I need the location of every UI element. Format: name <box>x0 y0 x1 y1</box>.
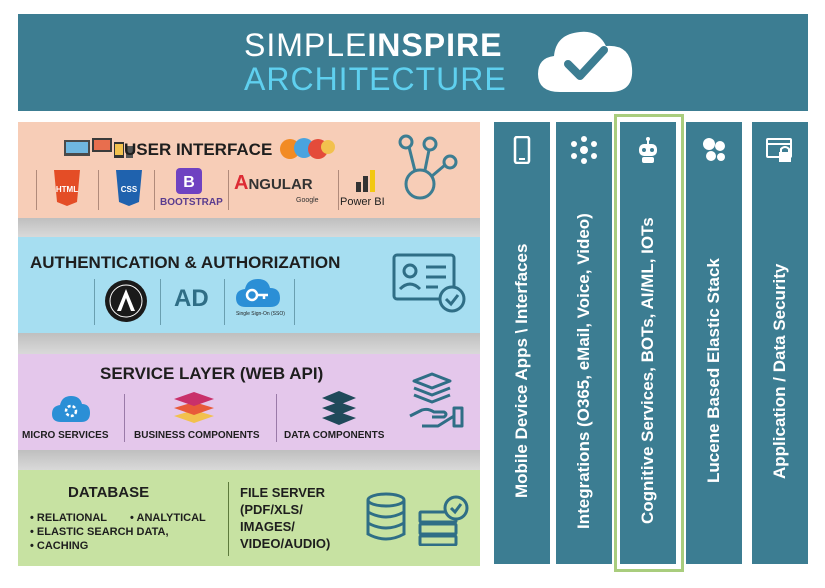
bootstrap-glyph: B <box>183 174 195 191</box>
sso-cloud-key-icon <box>236 279 280 307</box>
column-mobile-apps: Mobile Device Apps \ Interfaces <box>494 122 550 564</box>
separator <box>124 394 125 442</box>
html5-icon: HTML <box>54 170 80 206</box>
separator <box>276 394 277 442</box>
column-label: Application / Data Security <box>770 263 789 479</box>
authentication-layer: AUTHENTICATION & AUTHORIZATION AD Single… <box>18 237 480 333</box>
integration-hub-icon <box>571 136 597 164</box>
mobile-phone-icon <box>513 136 531 164</box>
css-label: CSS <box>121 185 138 194</box>
separator <box>224 279 225 325</box>
separator <box>94 279 95 325</box>
brand-name: SIMPLEINSPIRE <box>244 28 524 62</box>
separator <box>228 170 229 210</box>
power-bi-label: Power BI <box>340 196 385 208</box>
active-directory-label: AD <box>174 285 209 312</box>
layer-divider <box>18 333 480 354</box>
angular-a: A <box>234 172 249 194</box>
layers-hand-icon <box>409 372 464 428</box>
column-cognitive-services: Cognitive Services, BOTs, AI/ML, IOTs <box>620 122 676 564</box>
database-bullet: CACHING <box>30 540 88 552</box>
column-integrations: Integrations (O365, eMail, Voice, Video) <box>556 122 612 564</box>
bootstrap-icon: B <box>176 168 202 194</box>
devices-icon <box>64 138 133 158</box>
micro-services-cloud-icon <box>52 396 90 422</box>
angular-label: NGULAR <box>248 176 313 193</box>
service-layer-title: SERVICE LAYER (WEB API) <box>100 364 324 383</box>
column-label: Lucene Based Elastic Stack <box>704 258 723 484</box>
file-server-line: (PDF/XLS/ <box>240 502 303 517</box>
separator <box>154 170 155 210</box>
angular-logo: ANGULAR <box>234 172 313 195</box>
brand-subtitle: ARCHITECTURE <box>244 61 507 97</box>
user-interface-title: USER INTERFACE <box>124 140 273 159</box>
architecture-header: SIMPLEINSPIRE ARCHITECTURE <box>18 14 808 111</box>
column-label: Mobile Device Apps \ Interfaces <box>512 243 531 499</box>
layer-divider <box>18 450 480 470</box>
column-security: Application / Data Security <box>752 122 808 564</box>
database-title: DATABASE <box>68 484 150 501</box>
robot-icon <box>639 137 657 163</box>
html-label: HTML <box>56 185 78 194</box>
business-components-label: BUSINESS COMPONENTS <box>134 430 260 441</box>
separator <box>98 170 99 210</box>
database-server-icon <box>366 492 469 546</box>
separator <box>294 279 295 325</box>
database-bullet: ELASTIC SEARCH DATA, <box>30 526 169 538</box>
user-interface-layer: USER INTERFACE HTML CSS B BOOTSTRAP ANGU… <box>18 122 480 218</box>
file-server-line: VIDEO/AUDIO) <box>240 536 331 551</box>
separator <box>228 482 229 556</box>
id-card-check-icon <box>392 253 466 313</box>
bootstrap-label: BOOTSTRAP <box>160 197 223 208</box>
micro-services-label: MICRO SERVICES <box>22 430 109 441</box>
service-layer: SERVICE LAYER (WEB API) MICRO SERVICES B… <box>18 354 480 450</box>
browser-lock-icon <box>766 138 792 162</box>
cloud-check-icon <box>538 31 633 92</box>
file-server-line: IMAGES/ <box>240 519 295 534</box>
separator <box>338 170 339 210</box>
database-bullet: ANALYTICAL <box>130 512 206 524</box>
brand-name-light: SIMPLE <box>244 27 368 63</box>
data-components-label: DATA COMPONENTS <box>284 430 385 441</box>
authentication-title: AUTHENTICATION & AUTHORIZATION <box>30 253 341 272</box>
brand-name-bold: INSPIRE <box>367 27 503 63</box>
file-server-line: FILE SERVER <box>240 485 326 500</box>
column-label: Integrations (O365, eMail, Voice, Video) <box>574 213 593 529</box>
power-bi-icon <box>356 170 375 192</box>
auth0-icon <box>105 280 147 322</box>
data-components-icon <box>322 391 356 425</box>
separator <box>160 279 161 325</box>
separator <box>36 170 37 210</box>
css3-icon: CSS <box>116 170 142 206</box>
column-elastic-stack: Lucene Based Elastic Stack <box>686 122 742 564</box>
file-server-block: FILE SERVER (PDF/XLS/ IMAGES/ VIDEO/AUDI… <box>240 484 330 552</box>
database-layer: DATABASE RELATIONAL ANALYTICAL ELASTIC S… <box>18 470 480 566</box>
browsers-icon <box>280 138 335 159</box>
database-bullet: RELATIONAL <box>30 512 107 524</box>
hub-network-icon <box>398 134 458 200</box>
angular-google-label: Google <box>296 197 319 204</box>
brand-title: SIMPLEINSPIRE ARCHITECTURE <box>244 28 524 96</box>
business-components-icon <box>174 392 214 423</box>
elastic-cluster-icon <box>703 138 725 161</box>
sso-label: Single Sign-On (SSO) <box>236 311 285 317</box>
layer-divider <box>18 218 480 237</box>
cognitive-services-highlight <box>614 114 684 572</box>
